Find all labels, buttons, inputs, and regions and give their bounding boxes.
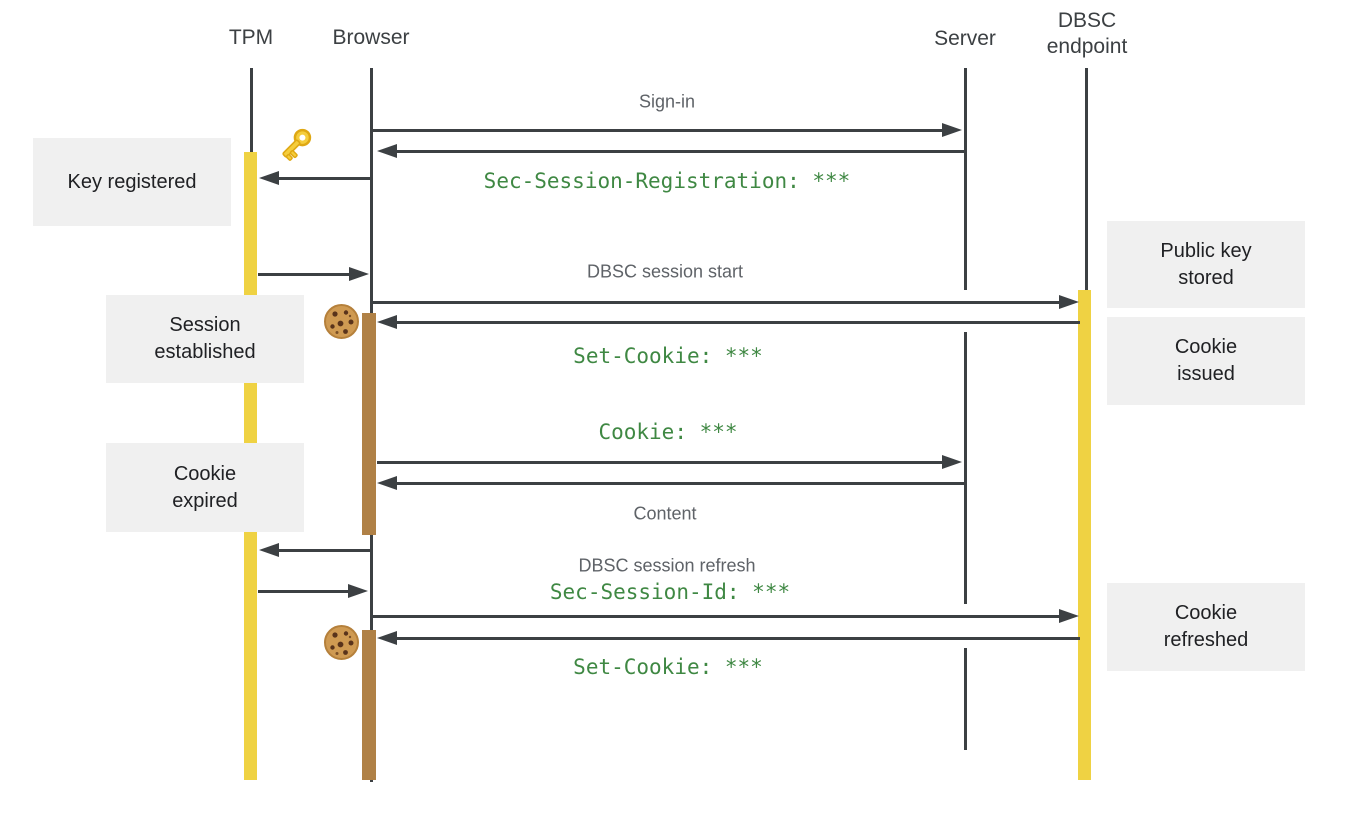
arrow-refresh-response-dbsc-to-browser bbox=[377, 630, 1080, 646]
activation-bar-dbsc-endpoint bbox=[1078, 290, 1091, 780]
lifeline-server-segment-3 bbox=[963, 648, 967, 750]
cookie-icon bbox=[324, 304, 359, 339]
arrow-cookie-request-browser-to-server bbox=[377, 454, 962, 470]
message-label-sec-session-registration: Sec-Session-Registration: *** bbox=[483, 169, 851, 193]
message-label-dbsc-session-start: DBSC session start bbox=[586, 261, 744, 282]
lifeline-dbsc-endpoint bbox=[1084, 68, 1088, 292]
cookie-icon bbox=[324, 625, 359, 660]
note-session-established: Session established bbox=[106, 295, 304, 383]
note-cookie-refreshed: Cookie refreshed bbox=[1107, 583, 1305, 671]
lifeline-server-segment-1 bbox=[963, 68, 967, 290]
arrow-session-start-tpm-to-browser bbox=[258, 266, 369, 282]
actor-label-browser: Browser bbox=[332, 26, 410, 49]
lifeline-tpm bbox=[249, 68, 253, 158]
arrow-session-start-response-dbsc-to-browser bbox=[377, 314, 1080, 330]
arrow-shaft bbox=[271, 548, 371, 552]
key-icon bbox=[282, 128, 312, 161]
arrowhead-right-icon bbox=[1059, 295, 1079, 309]
note-cookie-expired: Cookie expired bbox=[106, 443, 304, 532]
arrow-session-start-request-browser-to-dbsc bbox=[372, 294, 1079, 310]
lifeline-server-segment-2 bbox=[963, 332, 967, 604]
arrowhead-left-icon bbox=[259, 543, 279, 557]
arrowhead-right-icon bbox=[942, 123, 962, 137]
arrowhead-right-icon bbox=[348, 584, 368, 598]
arrow-shaft bbox=[389, 149, 965, 153]
message-label-dbsc-session-refresh: DBSC session refresh bbox=[578, 555, 756, 576]
arrow-shaft bbox=[372, 128, 950, 132]
actor-label-dbsc-endpoint: DBSC endpoint bbox=[1046, 9, 1128, 58]
message-label-set-cookie-1: Set-Cookie: *** bbox=[573, 344, 763, 368]
arrowhead-right-icon bbox=[349, 267, 369, 281]
arrowhead-left-icon bbox=[377, 476, 397, 490]
arrow-refresh-init-browser-to-tpm bbox=[259, 542, 371, 558]
arrow-signin-response-server-to-browser bbox=[377, 143, 965, 159]
message-label-set-cookie-2: Set-Cookie: *** bbox=[573, 655, 763, 679]
arrowhead-left-icon bbox=[259, 171, 279, 185]
arrow-refresh-ack-tpm-to-browser bbox=[258, 583, 368, 599]
note-key-registered: Key registered bbox=[33, 138, 231, 226]
arrowhead-right-icon bbox=[1059, 609, 1079, 623]
arrow-shaft bbox=[372, 300, 1067, 304]
arrow-shaft bbox=[389, 636, 1080, 640]
message-label-sign-in: Sign-in bbox=[638, 91, 696, 112]
arrow-shaft bbox=[389, 320, 1080, 324]
message-label-cookie: Cookie: *** bbox=[598, 420, 738, 444]
arrow-key-registration-browser-to-tpm bbox=[259, 170, 371, 186]
arrow-shaft bbox=[271, 176, 371, 180]
activation-bar-browser-2 bbox=[362, 630, 376, 780]
note-public-key-stored: Public key stored bbox=[1107, 221, 1305, 308]
arrow-signin-request-browser-to-server bbox=[372, 122, 962, 138]
arrow-shaft bbox=[258, 589, 356, 593]
arrowhead-left-icon bbox=[377, 315, 397, 329]
arrow-shaft bbox=[372, 614, 1067, 618]
arrowhead-left-icon bbox=[377, 631, 397, 645]
arrow-content-response-server-to-browser bbox=[377, 475, 965, 491]
arrow-refresh-request-browser-to-dbsc bbox=[372, 608, 1079, 624]
arrow-shaft bbox=[377, 460, 950, 464]
note-cookie-issued: Cookie issued bbox=[1107, 317, 1305, 405]
message-label-sec-session-id: Sec-Session-Id: *** bbox=[549, 580, 791, 604]
actor-label-tpm: TPM bbox=[228, 26, 274, 49]
arrow-shaft bbox=[258, 272, 357, 276]
actor-label-server: Server bbox=[934, 27, 996, 50]
arrowhead-right-icon bbox=[942, 455, 962, 469]
arrowhead-left-icon bbox=[377, 144, 397, 158]
message-label-content: Content bbox=[633, 503, 697, 524]
activation-bar-browser-1 bbox=[362, 313, 376, 535]
arrow-shaft bbox=[389, 481, 965, 485]
